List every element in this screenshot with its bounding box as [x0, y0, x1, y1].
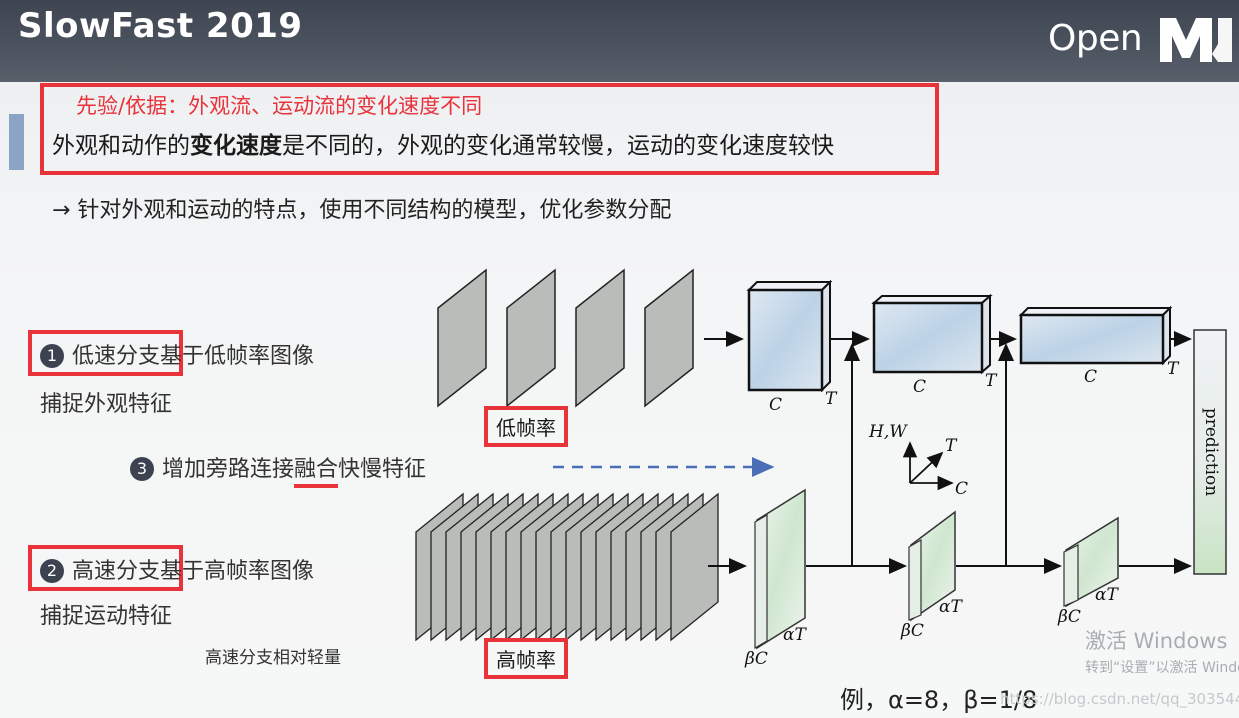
slow-frame	[507, 270, 555, 406]
watermark-line2: 转到“设置”以激活 Windows	[1085, 657, 1239, 677]
fast-t-label-1: αT	[783, 625, 807, 645]
axis-legend: H,W T C	[868, 422, 968, 499]
slow-block-3	[1021, 308, 1170, 363]
slow-c-label-2: C	[913, 377, 926, 397]
axis-hw-label: H,W	[868, 422, 908, 442]
watermark-line1: 激活 Windows	[1085, 625, 1239, 655]
fast-c-label-3: βC	[1057, 607, 1081, 627]
low-fps-label: 低帧率	[484, 406, 568, 447]
high-fps-label: 高帧率	[484, 638, 568, 679]
csdn-url-watermark: https://blog.csdn.net/qq_30354455	[1000, 690, 1239, 708]
axis-c-label: C	[955, 479, 968, 499]
fast-t-label-3: αT	[1095, 585, 1119, 605]
slow-frame	[576, 270, 624, 406]
fast-c-label-2: βC	[900, 621, 924, 641]
windows-activation-watermark: 激活 Windows 转到“设置”以激活 Windows	[1085, 625, 1239, 677]
slow-t-label-1: T	[825, 389, 838, 409]
slow-frame	[645, 270, 693, 406]
prediction-label: prediction	[1201, 408, 1221, 496]
fast-c-label-1: βC	[744, 649, 768, 669]
slow-t-label-2: T	[985, 371, 998, 391]
fast-t-label-2: αT	[939, 597, 963, 617]
fast-input-frames	[416, 494, 718, 640]
slow-input-frames	[438, 270, 693, 406]
slow-frame	[438, 270, 486, 406]
slow-block-2	[874, 296, 990, 372]
slow-block-1	[749, 282, 830, 390]
axis-t-label: T	[945, 436, 958, 456]
prediction-block: prediction	[1194, 330, 1226, 574]
slow-t-label-3: T	[1167, 359, 1180, 379]
slow-c-label-3: C	[1084, 367, 1097, 387]
slow-c-label-1: C	[769, 395, 782, 415]
